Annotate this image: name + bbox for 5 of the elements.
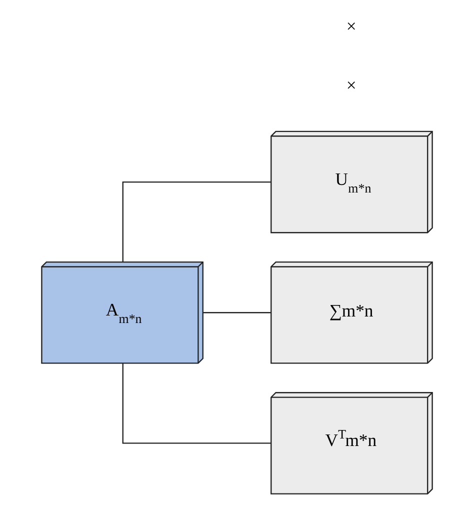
connector bbox=[203, 312, 271, 314]
label: × bbox=[346, 74, 356, 95]
connector bbox=[122, 363, 272, 444]
label: × bbox=[346, 16, 356, 36]
connector bbox=[122, 181, 272, 262]
